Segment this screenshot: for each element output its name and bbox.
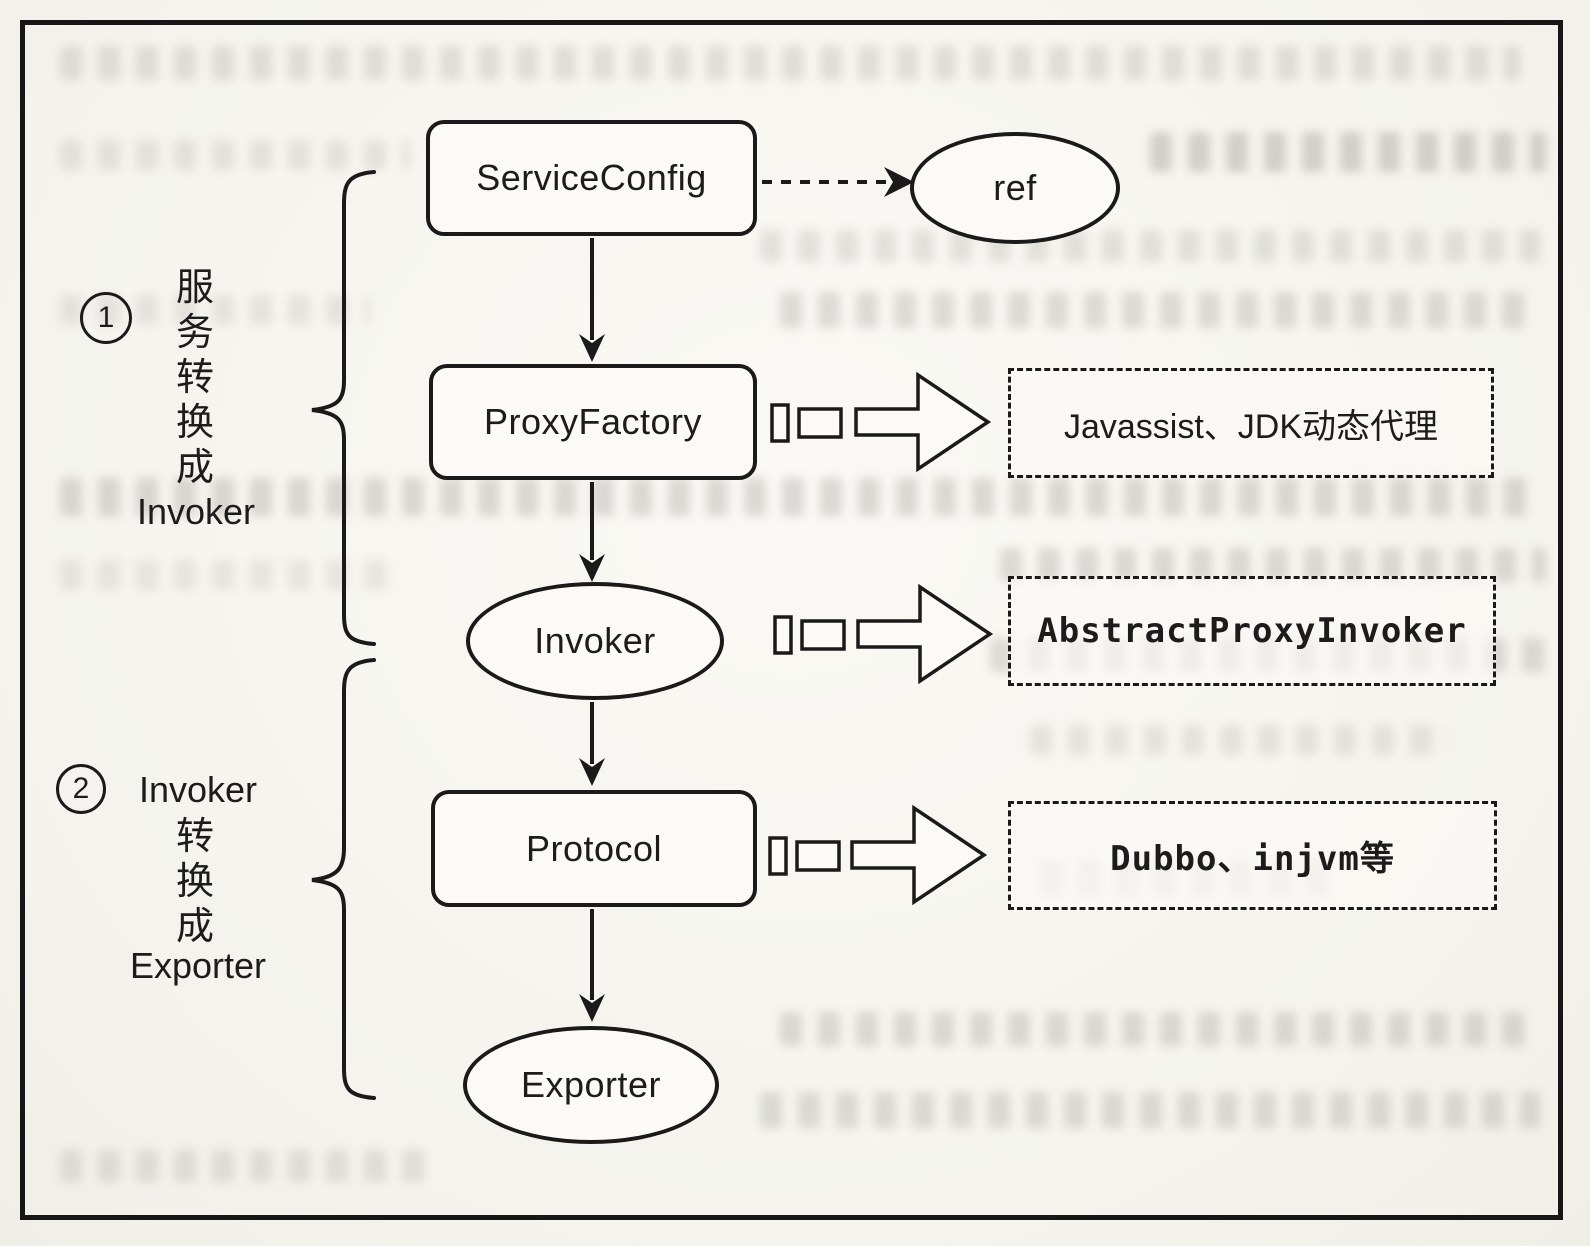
dashed-arrow-serviceconfig-to-ref <box>762 167 914 197</box>
node-exporter-label: Exporter <box>520 1064 662 1105</box>
arrow-invoker-to-protocol <box>579 702 605 786</box>
step2-top-text: Invoker <box>138 769 258 810</box>
diagram-border-frame <box>20 20 1563 1220</box>
implbox-invoker-label: AbstractProxyInvoker <box>1037 611 1467 651</box>
node-protocol-label: Protocol <box>525 827 663 869</box>
block-arrow-icon <box>854 371 992 473</box>
implbox-protocol: Dubbo、injvm等 <box>1008 801 1497 910</box>
node-serviceconfig: ServiceConfig <box>426 120 757 236</box>
implbox-protocol-label: Dubbo、injvm等 <box>1110 839 1395 879</box>
brace-step1 <box>311 170 376 646</box>
implbox-invoker: AbstractProxyInvoker <box>1008 576 1496 686</box>
step1-latin-text: Invoker <box>136 491 256 532</box>
arrow-protocol-to-exporter <box>579 909 605 1022</box>
step1-number-badge: 1 <box>80 292 132 344</box>
extension-marker-icon <box>770 403 843 443</box>
extension-marker-icon <box>773 615 846 655</box>
node-exporter: Exporter <box>463 1026 719 1144</box>
node-ref: ref <box>910 132 1120 244</box>
node-proxyfactory: ProxyFactory <box>429 364 757 480</box>
block-arrow-icon <box>850 804 988 906</box>
arrow-proxyfactory-to-invoker <box>579 482 605 582</box>
implbox-proxyfactory-label: Javassist、JDK动态代理 <box>1063 407 1439 446</box>
block-arrow-icon <box>856 583 994 685</box>
node-ref-label: ref <box>993 167 1037 208</box>
node-serviceconfig-label: ServiceConfig <box>476 157 707 198</box>
step2-bottom-text: Exporter <box>129 945 267 986</box>
step1-vertical-text: 服务转换成 <box>175 267 214 489</box>
arrow-serviceconfig-to-proxyfactory <box>579 238 605 362</box>
node-proxyfactory-label: ProxyFactory <box>483 401 703 442</box>
node-invoker-label: Invoker <box>534 620 656 661</box>
node-protocol: Protocol <box>431 790 757 907</box>
step1-number: 1 <box>97 301 115 334</box>
extension-marker-icon <box>768 836 841 876</box>
step2-number-badge: 2 <box>56 764 106 814</box>
step2-vertical-text: 转换成 <box>175 816 214 948</box>
node-invoker: Invoker <box>466 582 724 700</box>
brace-step2 <box>311 658 376 1100</box>
step2-number: 2 <box>72 772 90 805</box>
implbox-proxyfactory: Javassist、JDK动态代理 <box>1008 368 1494 478</box>
